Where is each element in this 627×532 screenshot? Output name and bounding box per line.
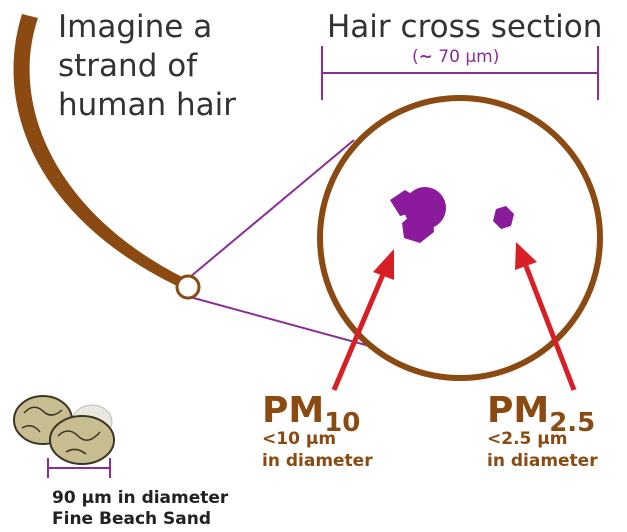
intro-text: Imagine a strand of human hair: [58, 8, 236, 125]
sand-name: Fine Beach Sand: [52, 509, 211, 529]
pm10-description: <10 µm in diameter: [262, 428, 373, 472]
hair-tip-circle: [177, 276, 199, 298]
intro-line-1: Imagine a: [58, 9, 212, 45]
pm10-label-text: PM: [262, 390, 324, 431]
approx-symbol: ~: [419, 47, 433, 67]
sand-caption: 90 µm in diameter Fine Beach Sand: [52, 488, 228, 530]
intro-line-3: human hair: [58, 87, 236, 123]
scale-value: 70 µm: [438, 47, 492, 67]
intro-line-2: strand of: [58, 48, 197, 84]
cross-section-scale: (~ 70 µm): [412, 47, 499, 67]
pm2-5-diameter: in diameter: [487, 451, 598, 471]
pm2-5-size: <2.5 µm: [487, 429, 568, 449]
pm10-diameter: in diameter: [262, 451, 373, 471]
sand-grains-icon: [14, 396, 114, 464]
hair-cross-section-circle: [320, 98, 600, 378]
sand-diameter: 90 µm in diameter: [52, 488, 228, 508]
pm2-5-description: <2.5 µm in diameter: [487, 428, 598, 472]
pm2-5-label-text: PM: [487, 390, 549, 431]
pm10-size: <10 µm: [262, 429, 336, 449]
cross-section-title: Hair cross section: [327, 8, 602, 46]
